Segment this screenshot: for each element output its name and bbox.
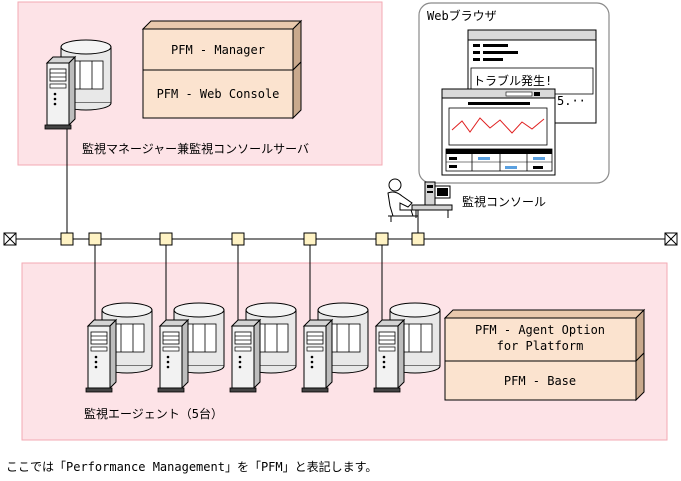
pfm-base-label: PFM - Base [504, 374, 576, 388]
bus-terminator-left-icon [3, 232, 17, 246]
pfm-agent-option-label-2: for Platform [497, 339, 584, 353]
network-node [88, 232, 102, 246]
console-label: 監視コンソール [462, 194, 546, 209]
pfm-web-console-box [142, 60, 302, 120]
pfm-agent-option-box [443, 308, 646, 363]
agent-group-label: 監視エージェント（5台） [84, 406, 223, 421]
browser-alert-tail: 5.·· [557, 94, 586, 108]
network-node [375, 232, 389, 246]
browser-alert-text: トラブル発生! [473, 73, 552, 88]
footnote: ここでは「Performance Management」を「PFM」と表記します… [6, 460, 378, 474]
console-user-icon [387, 178, 418, 222]
pfm-base-box [444, 351, 645, 402]
bus-terminator-right-icon [664, 232, 678, 246]
manager-server-label: 監視マネージャー兼監視コンソールサーバ [82, 141, 309, 156]
pfm-manager-label: PFM - Manager [171, 43, 265, 57]
network-node [159, 232, 173, 246]
network-node [411, 232, 425, 246]
browser-window-front [441, 88, 556, 176]
pfm-web-console-label: PFM - Web Console [157, 87, 280, 101]
network-node [231, 232, 245, 246]
network-node [303, 232, 317, 246]
network-node [60, 232, 74, 246]
pfm-agent-option-label-1: PFM - Agent Option [475, 323, 605, 337]
browser-title: Webブラウザ [427, 8, 497, 23]
console-pc-icon [411, 181, 453, 218]
